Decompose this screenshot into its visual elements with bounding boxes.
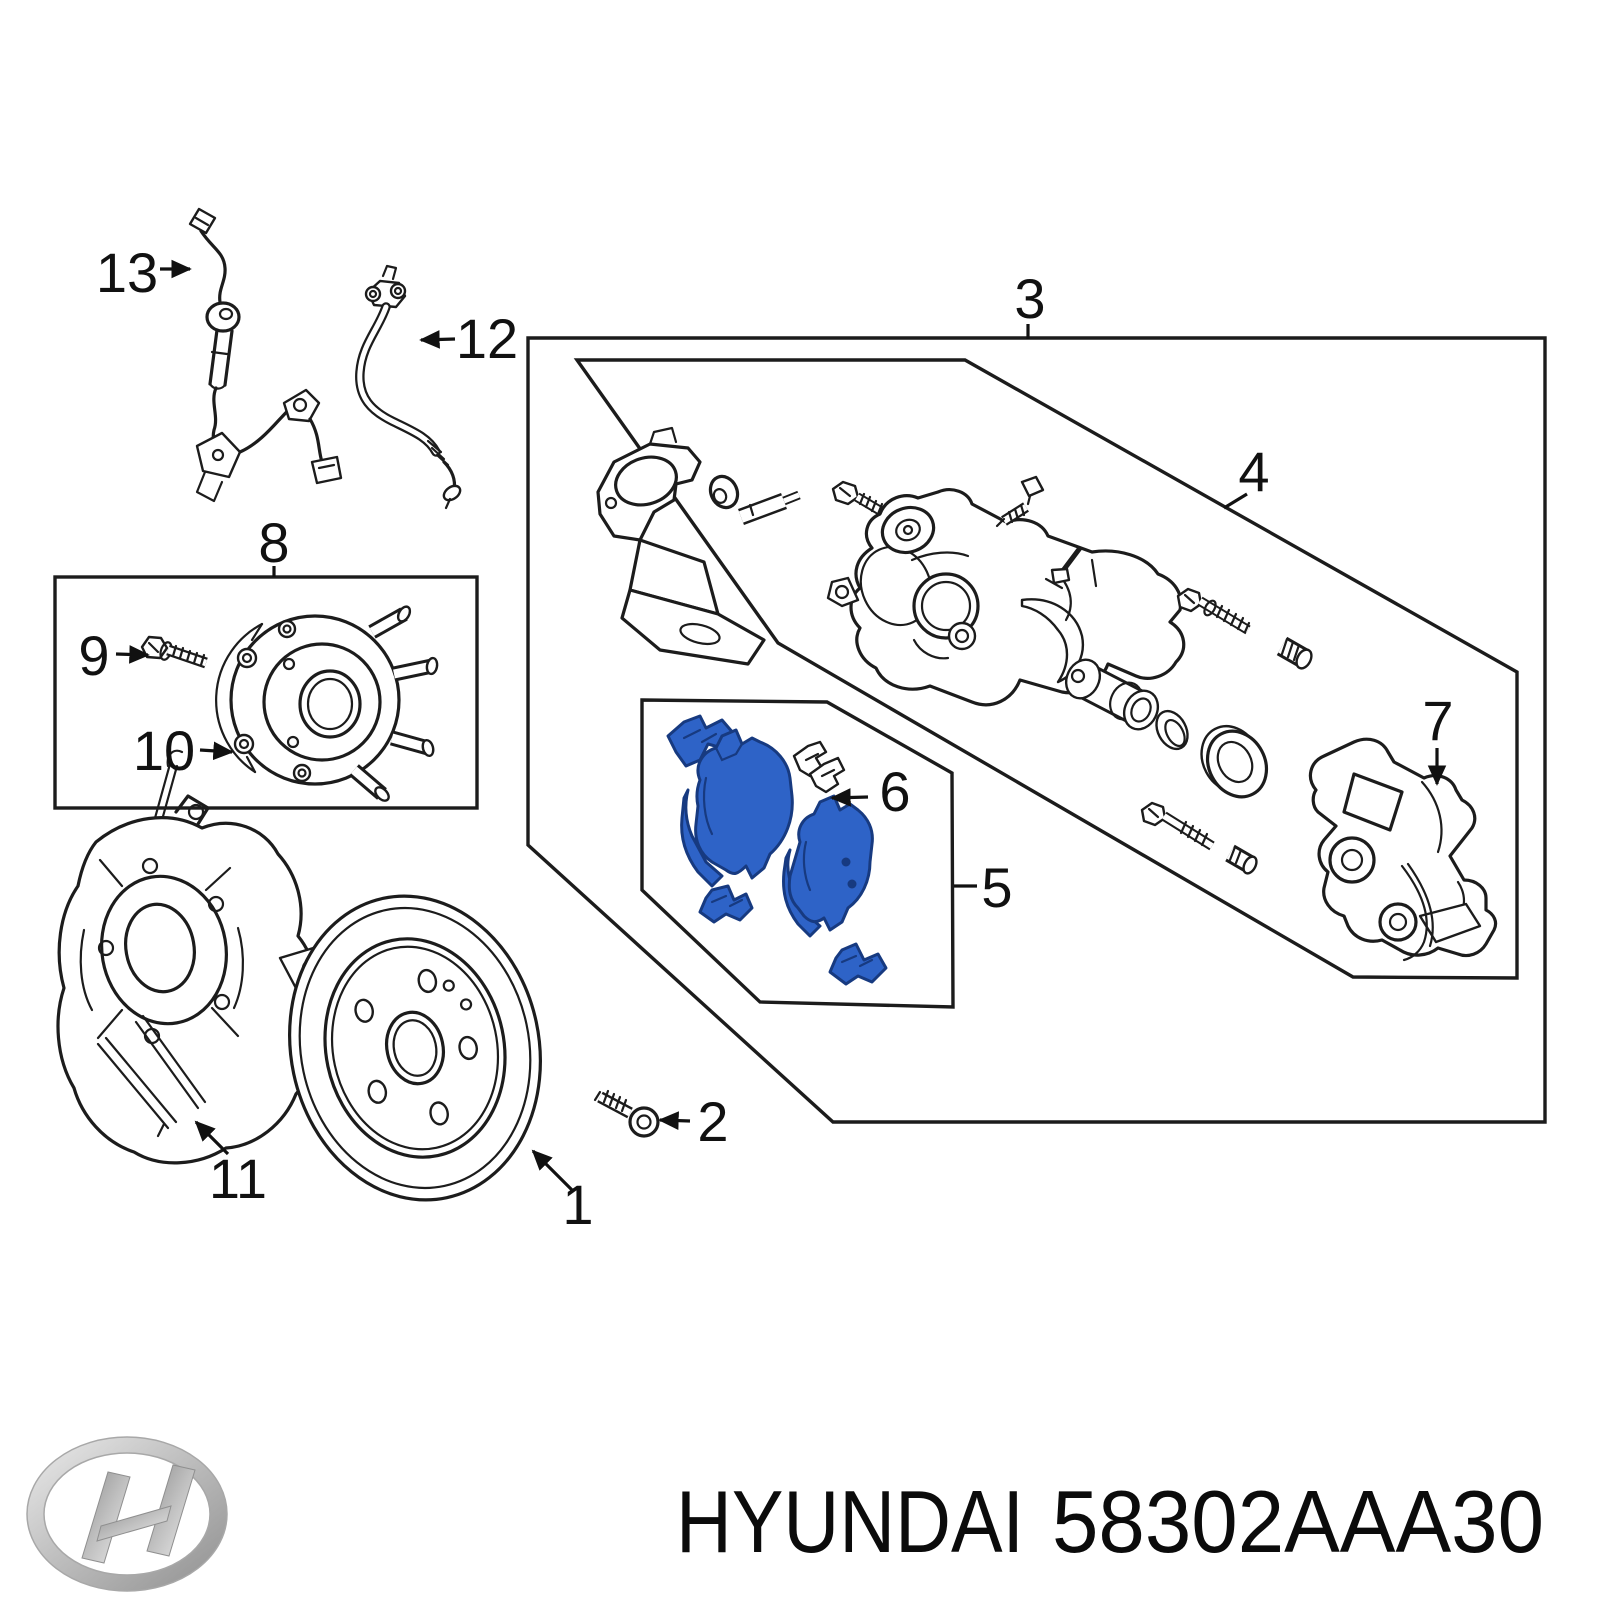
guide-bolt-lower-drawing — [1140, 801, 1215, 851]
guide-pin-drawing — [738, 490, 801, 525]
callout-11: 11 — [194, 1120, 267, 1210]
pad-left — [694, 728, 794, 880]
pin-grommet-drawing — [708, 474, 740, 510]
brake-pads-drawing — [666, 714, 888, 986]
caliper-bolt-drawing — [831, 480, 887, 518]
brand-text: HYUNDAI 58302AAA30 — [676, 1472, 1544, 1571]
piston-drawing — [1064, 658, 1160, 731]
callout-10: 10 — [133, 719, 234, 782]
pad-clip-bottom-right — [828, 942, 888, 986]
callout-label-7: 7 — [1422, 689, 1453, 752]
hyundai-logo-icon — [26, 1436, 228, 1592]
pad-screw-drawing — [1044, 546, 1082, 590]
callout-label-12: 12 — [456, 307, 518, 370]
piston-seal-drawing — [1155, 709, 1189, 751]
boot-ring-drawing — [1200, 725, 1269, 799]
pad-left-back — [680, 788, 724, 888]
callout-label-6: 6 — [879, 760, 910, 823]
callout-1: 1 — [531, 1149, 594, 1236]
callout-label-9: 9 — [78, 624, 109, 687]
hub-bolt-drawing — [140, 635, 208, 669]
callout-4: 4 — [1223, 440, 1270, 510]
part-number-text: 58302AAA30 — [1052, 1472, 1544, 1571]
bleeder-screw-drawing — [995, 475, 1045, 528]
pad-clip-bottom-middle — [698, 884, 754, 924]
callout-6: 6 — [830, 760, 911, 823]
outline-box-3 — [526, 336, 1547, 1124]
pad-clip-top-left — [666, 714, 736, 768]
callout-2: 2 — [658, 1090, 729, 1153]
splash-shield-drawing — [56, 749, 336, 1165]
callout-label-3: 3 — [1014, 267, 1045, 330]
outline-box-8 — [53, 575, 479, 810]
callout-9: 9 — [78, 624, 150, 687]
callout-12: 12 — [419, 307, 518, 370]
guide-bushing-upper-drawing — [1276, 636, 1313, 670]
callout-7: 7 — [1422, 689, 1454, 786]
brake-disc-drawing — [288, 894, 542, 1202]
callout-label-1: 1 — [562, 1173, 593, 1236]
callout-5: 5 — [954, 856, 1013, 919]
callout-label-2: 2 — [697, 1090, 728, 1153]
carrier-bracket-drawing — [1308, 737, 1498, 962]
outline-box-5 — [640, 698, 955, 1009]
pad-right — [787, 794, 874, 932]
callout-3: 3 — [1014, 267, 1046, 339]
pad-retainer-clip — [808, 756, 846, 794]
callout-label-13: 13 — [96, 241, 158, 304]
callout-label-5: 5 — [981, 856, 1012, 919]
caliper-body-drawing — [826, 488, 1186, 707]
callout-label-10: 10 — [133, 719, 195, 782]
guide-bushing-lower-drawing — [1225, 844, 1258, 875]
callout-13: 13 — [96, 241, 192, 304]
brand-name: HYUNDAI — [676, 1472, 1024, 1571]
disc-screw-drawing — [593, 1089, 660, 1138]
pad-right-back — [782, 848, 822, 938]
outline-box-4 — [573, 358, 1519, 980]
sensor-bracket-drawing — [596, 426, 766, 666]
abs-sensor-wire-drawing — [188, 207, 343, 503]
wheel-hub-drawing — [215, 605, 439, 802]
brake-hose-drawing — [355, 264, 462, 510]
guide-bolt-upper-drawing — [1176, 587, 1251, 635]
callout-8: 8 — [258, 511, 290, 577]
callout-label-8: 8 — [258, 511, 289, 574]
wheel-stud — [349, 605, 439, 802]
callout-label-4: 4 — [1238, 440, 1269, 503]
callout-label-11: 11 — [209, 1147, 267, 1210]
